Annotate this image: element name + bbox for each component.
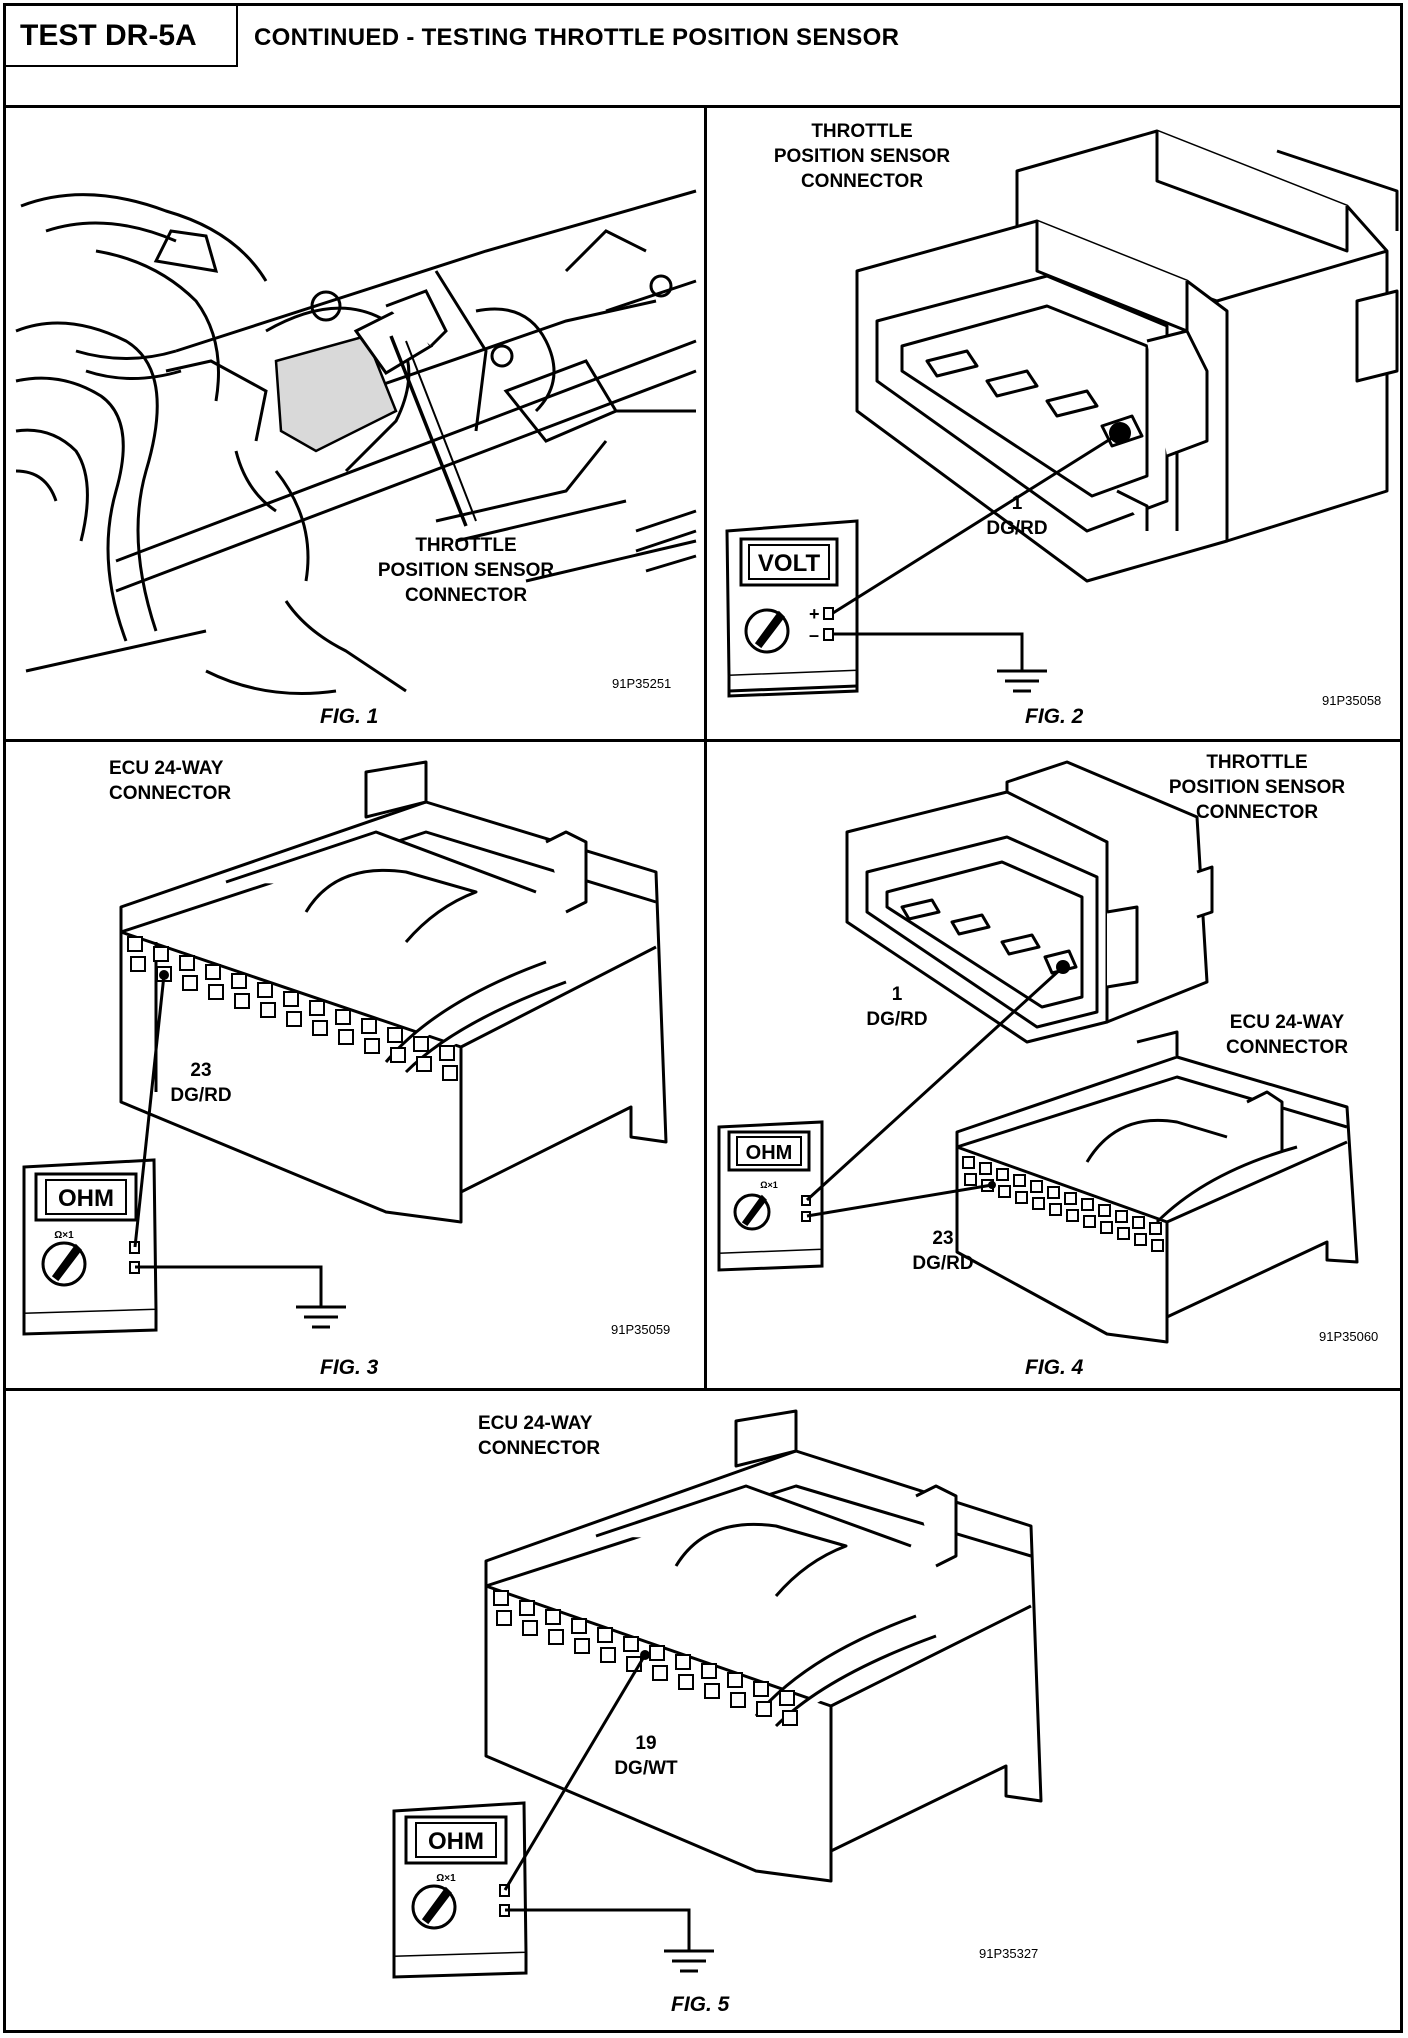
fig3-pin-number: 23	[190, 1060, 212, 1081]
fig5-meter-display: OHM	[428, 1828, 484, 1855]
fig5-wire-color: DG/WT	[614, 1758, 678, 1779]
fig2-label: THROTTLE POSITION SENSOR CONNECTOR	[752, 119, 972, 194]
fig2-wire-color: DG/RD	[986, 518, 1048, 539]
fig2-meter-display: VOLT	[758, 550, 821, 577]
ecu-connector-ohm-illustration-fig5: OHM Ω×1	[392, 1409, 1043, 1979]
fig1-label-line-2: POSITION SENSOR	[377, 560, 555, 581]
fig3-caption: FIG. 3	[320, 1356, 379, 1379]
page-header: TEST DR-5A CONTINUED - TESTING THROTTLE …	[6, 6, 1400, 108]
fig5-meter-range: Ω×1	[436, 1873, 456, 1884]
tps-connector-volt-illustration: VOLT + –	[725, 129, 1399, 698]
fig2-minus-sign: –	[809, 625, 819, 645]
fig5-label: ECU 24-WAY CONNECTOR	[478, 1411, 600, 1461]
fig3-code: 91P35059	[611, 1322, 671, 1337]
fig3-label-line-2: CONNECTOR	[109, 783, 232, 804]
fig4-meter-range: Ω×1	[760, 1180, 777, 1190]
fig3-label: ECU 24-WAY CONNECTOR	[109, 756, 231, 806]
fig1-label: THROTTLE POSITION SENSOR CONNECTOR	[366, 533, 566, 608]
fig4-tps-wire-color: DG/RD	[866, 1009, 928, 1030]
tps-to-ecu-ohm-illustration: OHM Ω×1	[717, 760, 1359, 1344]
grid-divider-vertical	[704, 108, 707, 1391]
fig2-label-line-3: CONNECTOR	[800, 171, 924, 192]
fig2-pin-number: 1	[1011, 493, 1023, 514]
fig5-wire-label: 19 DG/WT	[601, 1731, 691, 1781]
fig5-caption: FIG. 5	[671, 1993, 730, 2016]
fig2-label-line-1: THROTTLE	[811, 121, 913, 142]
ecu-connector-ohm-illustration: OHM Ω×1	[22, 760, 668, 1336]
fig4-tps-label: THROTTLE POSITION SENSOR CONNECTOR	[1147, 750, 1367, 825]
fig5-label-line-2: CONNECTOR	[478, 1438, 601, 1459]
fig4-meter-display: OHM	[746, 1142, 793, 1164]
test-id: TEST DR-5A	[6, 6, 238, 67]
grid-divider-row2	[6, 1388, 1400, 1391]
page-frame: TEST DR-5A CONTINUED - TESTING THROTTLE …	[3, 3, 1403, 2033]
fig4-ecu-label-line-1: ECU 24-WAY	[1229, 1012, 1345, 1033]
fig2-label-line-2: POSITION SENSOR	[773, 146, 951, 167]
fig3-wire-color: DG/RD	[170, 1085, 232, 1106]
figure-5-panel: OHM Ω×1 ECU 24-WAY CONNECTOR 19 DG/WT 91…	[6, 1391, 1400, 2030]
fig4-ecu-label-line-2: CONNECTOR	[1225, 1037, 1349, 1058]
page-title: CONTINUED - TESTING THROTTLE POSITION SE…	[254, 24, 900, 51]
fig3-wire-label: 23 DG/RD	[156, 1058, 246, 1108]
fig5-pin-number: 19	[635, 1733, 657, 1754]
figure-3-panel: OHM Ω×1 ECU 24-WAY CONNECTOR 23 DG/RD 91…	[6, 742, 704, 1388]
fig5-code: 91P35327	[979, 1946, 1039, 1961]
fig1-caption: FIG. 1	[320, 705, 379, 728]
fig4-code: 91P35060	[1319, 1329, 1379, 1344]
fig4-tps-pin-number: 1	[891, 984, 903, 1005]
fig1-label-line-1: THROTTLE	[415, 535, 517, 556]
figure-4-panel: OHM Ω×1 THROTTLE POSITION SENSOR CONNECT…	[707, 742, 1400, 1388]
fig4-tps-label-line-1: THROTTLE	[1206, 752, 1308, 773]
fig2-code: 91P35058	[1322, 693, 1382, 708]
fig2-caption: FIG. 2	[1025, 705, 1084, 728]
fig3-label-line-1: ECU 24-WAY	[109, 758, 224, 779]
figure-1-panel: THROTTLE POSITION SENSOR CONNECTOR 91P35…	[6, 111, 704, 739]
fig2-wire-label: 1 DG/RD	[967, 491, 1067, 541]
fig4-ecu-wire-color: DG/RD	[912, 1253, 974, 1274]
fig4-tps-wire-label: 1 DG/RD	[857, 982, 937, 1032]
fig1-label-line-3: CONNECTOR	[404, 585, 528, 606]
fig4-ecu-label: ECU 24-WAY CONNECTOR	[1197, 1010, 1377, 1060]
fig2-plus-sign: +	[809, 604, 820, 624]
fig4-tps-label-line-3: CONNECTOR	[1195, 802, 1319, 823]
fig1-code: 91P35251	[612, 676, 672, 691]
engine-bay-illustration	[15, 189, 697, 695]
fig3-meter-display: OHM	[58, 1185, 114, 1212]
fig5-label-line-1: ECU 24-WAY	[478, 1413, 593, 1434]
fig4-tps-label-line-2: POSITION SENSOR	[1168, 777, 1346, 798]
grid-divider-row1	[6, 739, 1400, 742]
figure-2-panel: VOLT + – THROTTLE POSITION SENSOR CONNEC…	[707, 111, 1400, 739]
fig4-caption: FIG. 4	[1025, 1356, 1084, 1379]
fig3-meter-range: Ω×1	[54, 1230, 74, 1241]
fig4-ecu-wire-label: 23 DG/RD	[903, 1226, 983, 1276]
fig4-ecu-pin-number: 23	[932, 1228, 954, 1249]
